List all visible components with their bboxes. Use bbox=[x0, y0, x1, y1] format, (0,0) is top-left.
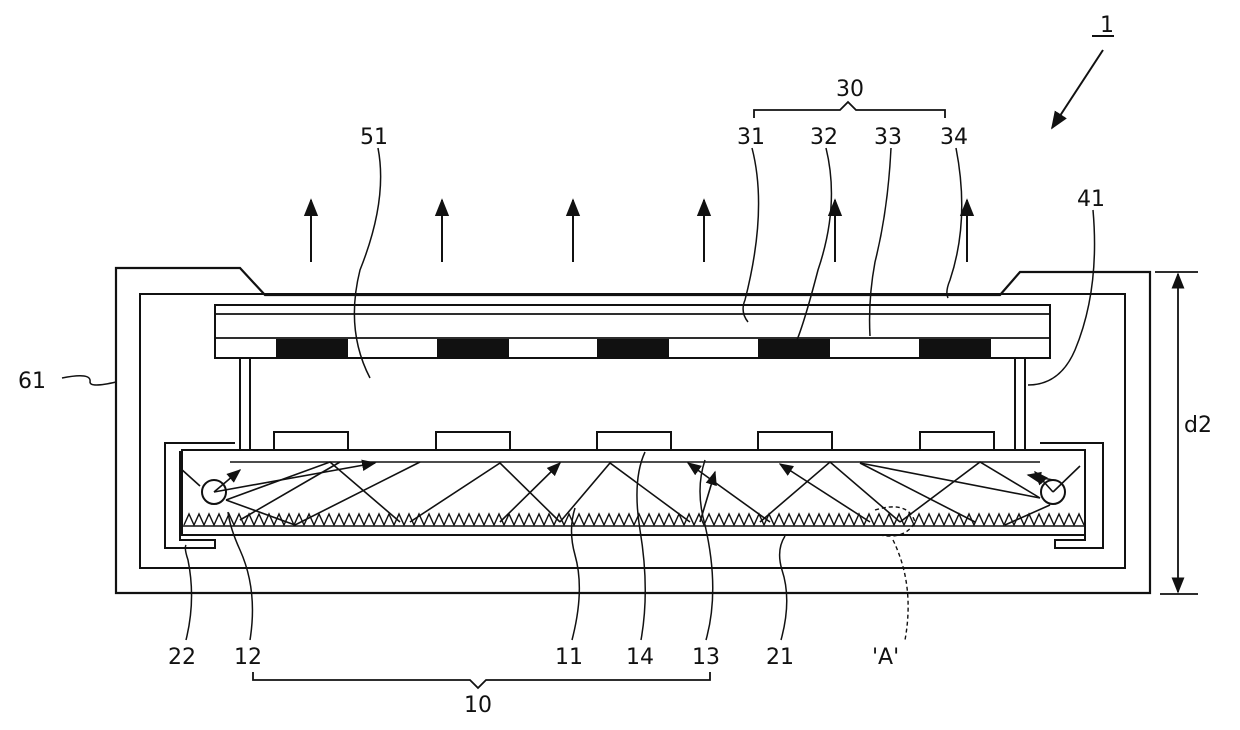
label-32: 32 bbox=[810, 125, 838, 150]
label-30: 30 bbox=[836, 77, 864, 102]
label-10: 10 bbox=[464, 693, 492, 718]
label-13: 13 bbox=[692, 645, 720, 670]
label-14: 14 bbox=[626, 645, 654, 670]
leader-61 bbox=[62, 376, 116, 385]
detail-A-leader bbox=[893, 540, 908, 640]
label-61: 61 bbox=[18, 369, 46, 394]
leader-34 bbox=[947, 148, 962, 298]
label-33: 33 bbox=[874, 125, 902, 150]
label-11: 11 bbox=[555, 645, 583, 670]
leader-21 bbox=[780, 536, 787, 640]
label-34: 34 bbox=[940, 125, 968, 150]
label-d2: d2 bbox=[1184, 413, 1212, 438]
label-51: 51 bbox=[360, 125, 388, 150]
brace-30 bbox=[754, 102, 945, 118]
assembly-arrow bbox=[1052, 50, 1103, 128]
lens-blocks bbox=[274, 432, 994, 450]
label-31: 31 bbox=[737, 125, 765, 150]
label-detail-A: 'A' bbox=[872, 645, 899, 670]
output-light-arrows bbox=[311, 200, 967, 262]
label-21: 21 bbox=[766, 645, 794, 670]
label-12: 12 bbox=[234, 645, 262, 670]
brace-10 bbox=[253, 672, 710, 688]
leader-lines bbox=[62, 148, 1095, 640]
label-41: 41 bbox=[1077, 187, 1105, 212]
label-assembly-1: 1 bbox=[1100, 13, 1114, 38]
label-22: 22 bbox=[168, 645, 196, 670]
